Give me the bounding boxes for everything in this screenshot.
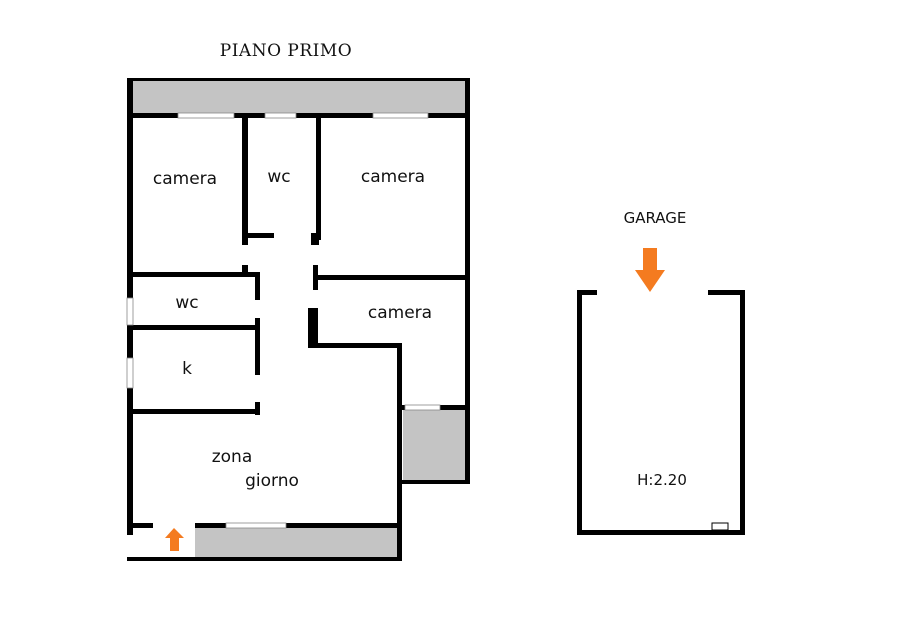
balcony-top [129, 80, 466, 113]
room-label-living: zona [212, 447, 253, 467]
room-label-kitchen: k [182, 359, 192, 379]
room-label-wc: wc [267, 167, 290, 187]
windows [126, 112, 441, 529]
room-label-camera: camera [361, 167, 425, 187]
garage-fixture [711, 522, 729, 531]
garage-entrance-arrow-icon [635, 248, 665, 292]
garage-title: GARAGE [624, 209, 687, 227]
room-label-living: giorno [245, 471, 299, 491]
room-label-wc: wc [175, 293, 198, 313]
room-label-camera: camera [368, 303, 432, 323]
garage-height: H:2.20 [637, 471, 687, 489]
entrance-arrow-icon [165, 528, 184, 551]
room-label-camera: camera [153, 169, 217, 189]
plan-title: PIANO PRIMO [220, 41, 352, 61]
garage-walls [577, 290, 745, 535]
balcony-bottom [195, 528, 397, 558]
balcony-right [403, 410, 465, 482]
